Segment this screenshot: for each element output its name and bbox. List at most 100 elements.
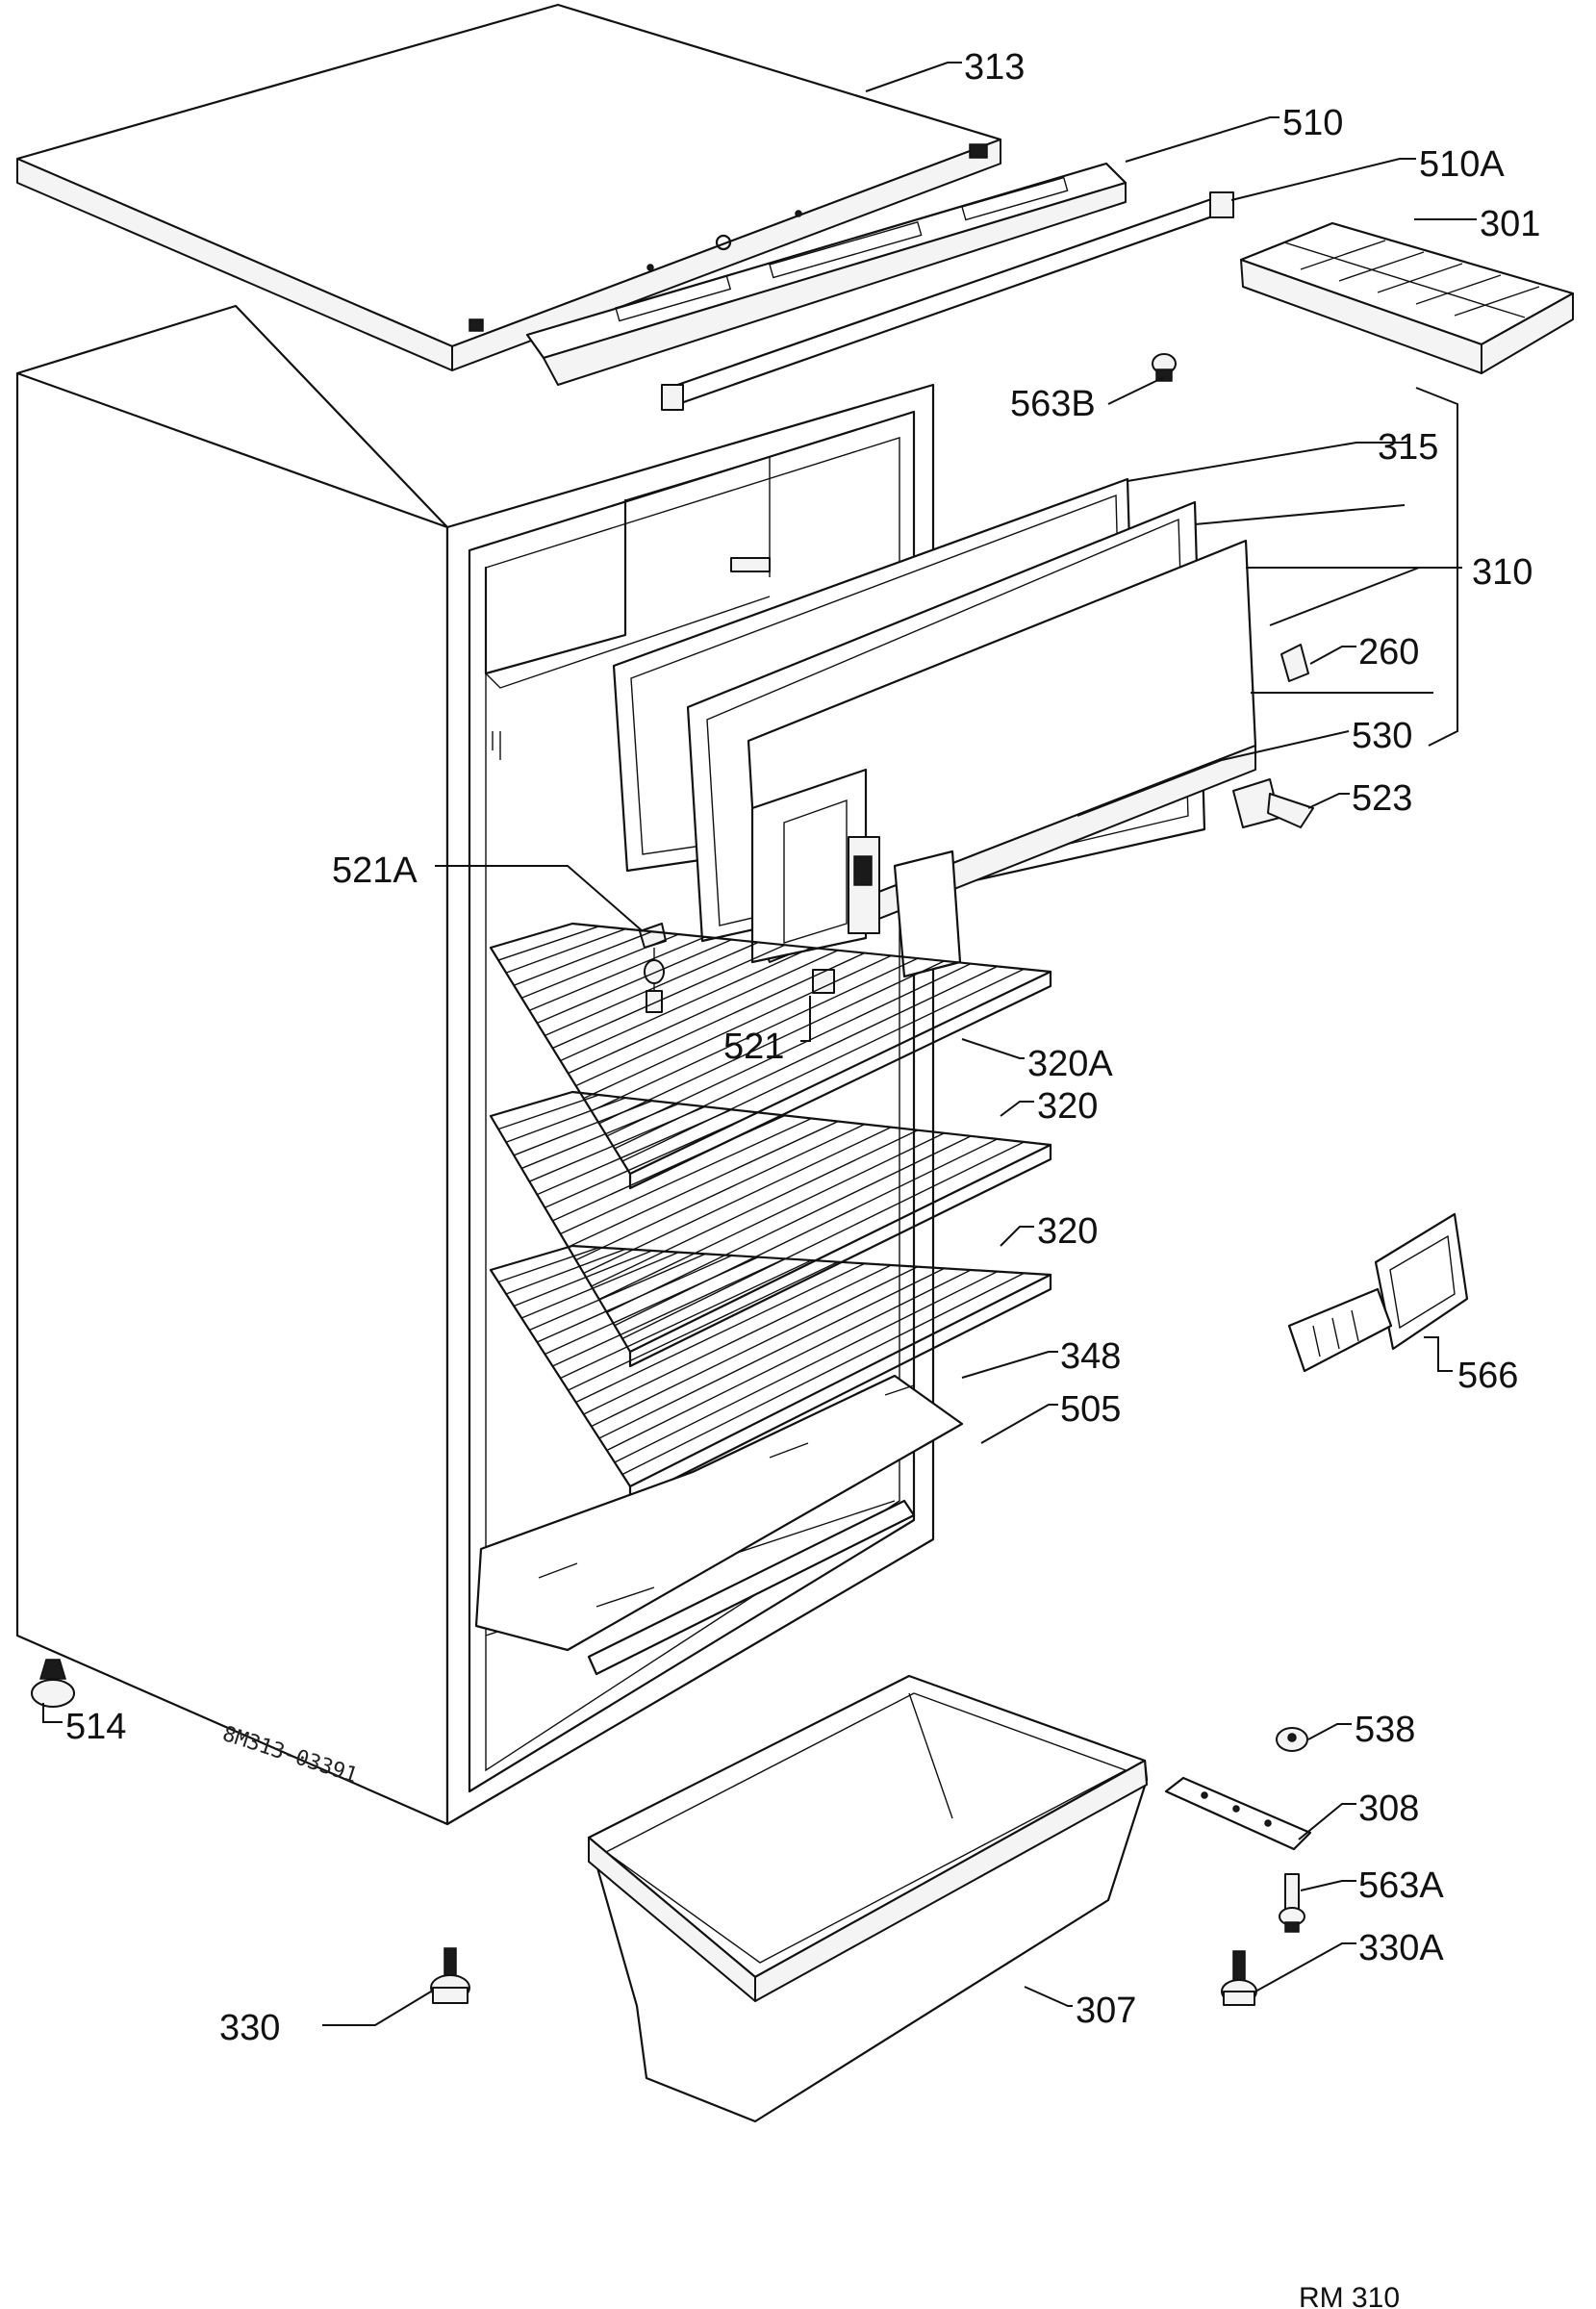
hinge-plate-part: [1164, 1776, 1312, 1851]
shelf-wire: [505, 927, 626, 974]
shelf-wire: [614, 1138, 999, 1327]
label-510a: 510A: [1419, 144, 1505, 185]
shelf-wire: [598, 1267, 945, 1439]
label-566: 566: [1457, 1356, 1518, 1396]
shelf-wire: [568, 1261, 839, 1391]
scraper-tool-part: [1287, 1212, 1469, 1373]
shelf-wire: [537, 939, 732, 1024]
shelf-wire: [497, 926, 599, 961]
catch-260-part: [1280, 644, 1309, 682]
shelf-wire: [591, 1129, 919, 1287]
glass-shelf-part: [474, 1374, 964, 1652]
part-labels: 313 510 510A 301 563B 315 310 260 530 52…: [65, 47, 1540, 2048]
label-563b: 563B: [1010, 384, 1096, 424]
shelf-wire: [537, 1108, 732, 1196]
shelf-wire: [560, 1117, 812, 1235]
shelf-wire: [606, 1269, 972, 1452]
label-320-upper: 320: [1037, 1086, 1098, 1127]
shelf-wire: [568, 1120, 839, 1248]
door-hinge-part: [848, 836, 880, 934]
shelf-wire: [560, 1259, 812, 1380]
shelf-wire: [545, 941, 759, 1037]
cabinet-body: [15, 304, 935, 1826]
label-530: 530: [1352, 716, 1412, 756]
label-330: 330: [219, 2008, 280, 2048]
trim-strip-part: [661, 191, 1234, 411]
foot-330-part: [430, 1947, 470, 2004]
top-cover-part: [15, 3, 1002, 371]
label-307: 307: [1076, 1991, 1136, 2031]
shelf-wire: [545, 1111, 759, 1208]
shelf-wire: [529, 1105, 706, 1182]
shelf-wire: [520, 1252, 679, 1319]
shelf-wire: [598, 1132, 945, 1301]
glass-shelf-trim-part: [587, 1499, 916, 1676]
shelf-wire: [575, 1123, 866, 1261]
shelf-wire: [552, 1257, 786, 1367]
shelf-wire: [528, 1253, 706, 1332]
shelf-wire: [520, 1103, 679, 1170]
shelf-wire: [568, 950, 839, 1075]
label-510: 510: [1282, 103, 1343, 143]
pin-563a-part: [1279, 1873, 1305, 1933]
label-313: 313: [964, 47, 1025, 88]
front-trim-part: [525, 162, 1127, 386]
leader-lines: [42, 62, 1477, 2026]
shelf-wire: [606, 1135, 972, 1313]
label-308: 308: [1358, 1789, 1419, 1829]
shelf-wire: [552, 944, 786, 1050]
shelf-wire: [575, 952, 866, 1087]
label-315: 315: [1378, 427, 1438, 468]
knob-563b-part: [1152, 353, 1177, 382]
label-260: 260: [1358, 632, 1419, 672]
shelf-wire: [513, 1250, 653, 1307]
shelf-wire: [497, 1094, 599, 1130]
wire-shelf-320a: [489, 922, 1052, 1190]
label-320-lower: 320: [1037, 1211, 1098, 1252]
shelf-wire: [529, 936, 706, 1011]
label-563a: 563A: [1358, 1865, 1444, 1906]
shelf-wire: [545, 1256, 759, 1356]
reference-code: RM 310: [1299, 2282, 1400, 2309]
shelf-wire: [621, 968, 1025, 1162]
shelf-wire: [520, 933, 679, 999]
label-521a: 521A: [332, 850, 418, 891]
shelf-wire: [621, 1141, 1025, 1340]
label-348: 348: [1060, 1336, 1121, 1377]
shelf-wire: [598, 960, 945, 1125]
shelf-wire: [513, 930, 653, 986]
bracket-521a-part: [639, 923, 667, 1013]
shelf-wire: [583, 1264, 892, 1415]
shelf-wire: [583, 954, 892, 1100]
latch-523-part: [1232, 778, 1314, 828]
label-310: 310: [1472, 552, 1533, 593]
shelf-wire: [537, 1255, 732, 1343]
label-301: 301: [1480, 204, 1540, 244]
foot-330a-part: [1221, 1950, 1257, 2006]
shelf-wire: [606, 963, 972, 1137]
label-521: 521: [723, 1027, 784, 1067]
label-505: 505: [1060, 1389, 1121, 1430]
shelf-wire: [621, 1272, 1025, 1476]
shelf-wire: [505, 1097, 626, 1143]
ice-tray-part: [1239, 221, 1575, 374]
crisper-drawer-part: [587, 1674, 1149, 2123]
label-514: 514: [65, 1707, 126, 1747]
label-320a: 320A: [1027, 1044, 1113, 1084]
shelf-wire: [552, 1114, 786, 1222]
shelf-wire: [575, 1262, 866, 1404]
foot-514-part: [31, 1659, 75, 1708]
label-330a: 330A: [1358, 1928, 1444, 1968]
label-523: 523: [1352, 778, 1412, 819]
nut-538-part: [1276, 1727, 1308, 1752]
label-538: 538: [1355, 1710, 1415, 1750]
shelf-wire: [560, 947, 812, 1062]
shelf-wire: [513, 1100, 653, 1156]
shelf-wire: [497, 1247, 599, 1283]
shelf-wire: [505, 1248, 626, 1295]
shelf-wire: [591, 1266, 919, 1428]
bracket-521-part: [812, 969, 835, 994]
shelf-wire: [591, 957, 919, 1112]
shelf-wire: [614, 1271, 999, 1463]
